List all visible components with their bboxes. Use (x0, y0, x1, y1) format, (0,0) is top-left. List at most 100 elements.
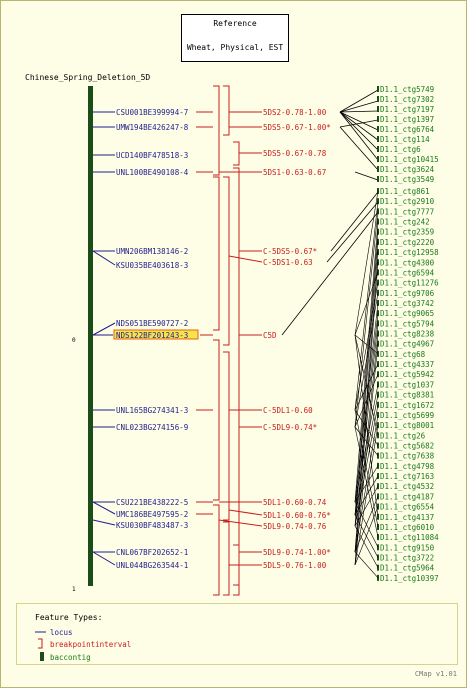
contig-label[interactable]: D1.1_ctg68 (380, 350, 426, 359)
interval-label[interactable]: 5DL9-0.74-1.00* (263, 548, 331, 557)
contig-label[interactable]: D1.1_ctg4532 (380, 482, 434, 491)
contig-label[interactable]: D1.1_ctg2359 (380, 228, 434, 237)
contig-label[interactable]: D1.1_ctg12958 (380, 248, 439, 257)
interval-label[interactable]: 5DL5-0.76-1.00 (263, 561, 327, 570)
contig-label[interactable]: D1.1_ctg9065 (380, 309, 434, 318)
locus-labels: CSU001BE399994-7UMW194BE426247-8UCD140BF… (113, 108, 199, 570)
contig-label[interactable]: D1.1_ctg4300 (380, 258, 435, 267)
locus-connectors (92, 111, 116, 566)
contig-label[interactable]: D1.1_ctg1397 (380, 115, 434, 124)
interval-label[interactable]: C5D (263, 331, 277, 340)
locus-label[interactable]: UMN206BM138146-2 (116, 247, 188, 256)
contig-label[interactable]: D1.1_ctg3549 (380, 175, 434, 184)
fan-line (354, 201, 379, 411)
contig-label[interactable]: D1.1_ctg4798 (380, 462, 435, 471)
contig-label[interactable]: D1.1_ctg861 (380, 187, 430, 196)
contig-label[interactable]: D1.1_ctg8381 (380, 391, 434, 400)
contig-label[interactable]: D1.1_ctg10397 (380, 574, 439, 583)
legend-item-breakpointinterval: breakpointinterval (50, 640, 131, 649)
contig-label[interactable]: D1.1_ctg5682 (380, 442, 434, 451)
contig-label[interactable]: D1.1_ctg5749 (380, 85, 434, 94)
contig-label[interactable]: D1.1_ctg4187 (380, 492, 434, 501)
locus-label[interactable]: KSU030BF483487-3 (116, 521, 188, 530)
contig-label[interactable]: D1.1_ctg6594 (380, 268, 435, 277)
contig-bar (377, 126, 379, 132)
locus-label[interactable]: NDS051BE590727-2 (116, 319, 188, 328)
contig-label[interactable]: D1.1_ctg7638 (380, 452, 435, 461)
reference-subtitle: Wheat, Physical, EST (186, 43, 284, 52)
contig-label[interactable]: D1.1_ctg7777 (380, 207, 434, 216)
locus-label[interactable]: UNL100BE490108-4 (116, 168, 189, 177)
locus-label[interactable]: UNL165BG274341-3 (116, 406, 188, 415)
contig-label[interactable]: D1.1_ctg7163 (380, 472, 434, 481)
fan-line (354, 551, 379, 579)
interval-label[interactable]: 5DL9-0.74-0.76 (263, 522, 327, 531)
contig-label[interactable]: D1.1_ctg7197 (380, 105, 434, 114)
contig-label[interactable]: D1.1_ctg2220 (380, 238, 435, 247)
interval-label[interactable]: 5DS1-0.63-0.67 (263, 168, 326, 177)
contig-label[interactable]: D1.1_ctg6764 (380, 125, 435, 134)
locus-label[interactable]: CSU221BE438222-5 (116, 498, 188, 507)
contig-label[interactable]: D1.1_ctg242 (380, 218, 430, 227)
chromosome-backbone[interactable] (88, 86, 93, 586)
fan-line (354, 211, 379, 428)
legend-item-locus: locus (50, 628, 73, 637)
legend-title: Feature Types: (35, 613, 102, 622)
contig-label[interactable]: D1.1_ctg5964 (380, 564, 435, 573)
contig-label[interactable]: D1.1_ctg10415 (380, 155, 439, 164)
locus-label[interactable]: UMW194BE426247-8 (116, 123, 189, 132)
locus-label[interactable]: CNL023BG274156-9 (116, 423, 188, 432)
interval-label[interactable]: 5DS2-0.78-1.00 (263, 108, 327, 117)
contig-label[interactable]: D1.1_ctg1037 (380, 380, 434, 389)
contig-label[interactable]: D1.1_ctg11276 (380, 279, 439, 288)
contig-label[interactable]: D1.1_ctg6010 (380, 523, 435, 532)
interval-label[interactable]: C-5DS1-0.63 (263, 258, 313, 267)
contig-label[interactable]: D1.1_ctg8001 (380, 421, 434, 430)
contig-label[interactable]: D1.1_ctg1672 (380, 401, 434, 410)
locus-label[interactable]: KSU035BE403618-3 (116, 261, 188, 270)
contig-label[interactable]: D1.1_ctg26 (380, 431, 426, 440)
contig-label[interactable]: D1.1_ctg6554 (380, 503, 435, 512)
interval-label[interactable]: 5DL1-0.60-0.74 (263, 498, 327, 507)
contig-label[interactable]: D1.1_ctg5699 (380, 411, 434, 420)
interval-label[interactable]: 5DL1-0.60-0.76* (263, 511, 331, 520)
map-title[interactable]: Chinese_Spring_Deletion_5D (25, 73, 150, 82)
locus-label[interactable]: CSU001BE399994-7 (116, 108, 188, 117)
locus-label[interactable]: UNL044BG263544-1 (116, 561, 188, 570)
contig-label[interactable]: D1.1_ctg114 (380, 135, 430, 144)
locus-label[interactable]: NDS122BF201243-3 (116, 331, 188, 340)
contig-label[interactable]: D1.1_ctg5794 (380, 319, 435, 328)
legend: Feature Types: locus breakpointinterval … (35, 613, 131, 662)
interval-label[interactable]: 5DS5-0.67-1.00* (263, 123, 331, 132)
contig-label[interactable]: D1.1_ctg7302 (380, 95, 434, 104)
contig-label[interactable]: D1.1_ctg5942 (380, 370, 434, 379)
contig-label[interactable]: D1.1_ctg4137 (380, 513, 434, 522)
contig-label[interactable]: D1.1_ctg3624 (380, 165, 435, 174)
contig-bar (377, 96, 379, 102)
locus-label[interactable]: UMC186BE497595-2 (116, 510, 188, 519)
locus-label[interactable]: UCD140BF478518-3 (116, 151, 188, 160)
contig-label[interactable]: D1.1_ctg4337 (380, 360, 434, 369)
contig-label[interactable]: D1.1_ctg9150 (380, 543, 435, 552)
contig-label[interactable]: D1.1_ctg4967 (380, 340, 434, 349)
contig-label[interactable]: D1.1_ctg3722 (380, 553, 434, 562)
interval-label[interactable]: 5DS5-0.67-0.78 (263, 149, 327, 158)
interval-label[interactable]: C-5DL1-0.60 (263, 406, 313, 415)
contig-label[interactable]: D1.1_ctg9706 (380, 289, 435, 298)
contig-label[interactable]: D1.1_ctg6 (380, 145, 421, 154)
fan-line (354, 514, 379, 558)
contig-label[interactable]: D1.1_ctg11084 (380, 533, 439, 542)
fan-line (354, 384, 379, 503)
interval-label[interactable]: C-5DL9-0.74* (263, 423, 317, 432)
legend-box (16, 603, 458, 665)
interval-label[interactable]: C-5DS5-0.67* (263, 247, 317, 256)
contig-label[interactable]: D1.1_ctg2910 (380, 197, 435, 206)
contig-label[interactable]: D1.1_ctg8238 (380, 330, 435, 339)
contig-bar (377, 106, 379, 112)
fan-line (354, 501, 379, 548)
contig-label[interactable]: D1.1_ctg3742 (380, 299, 434, 308)
reference-map-box[interactable]: Reference Wheat, Physical, EST (181, 14, 289, 62)
locus-label[interactable]: CNL067BF202652-1 (116, 548, 188, 557)
breakpoint-brackets[interactable] (196, 85, 263, 596)
